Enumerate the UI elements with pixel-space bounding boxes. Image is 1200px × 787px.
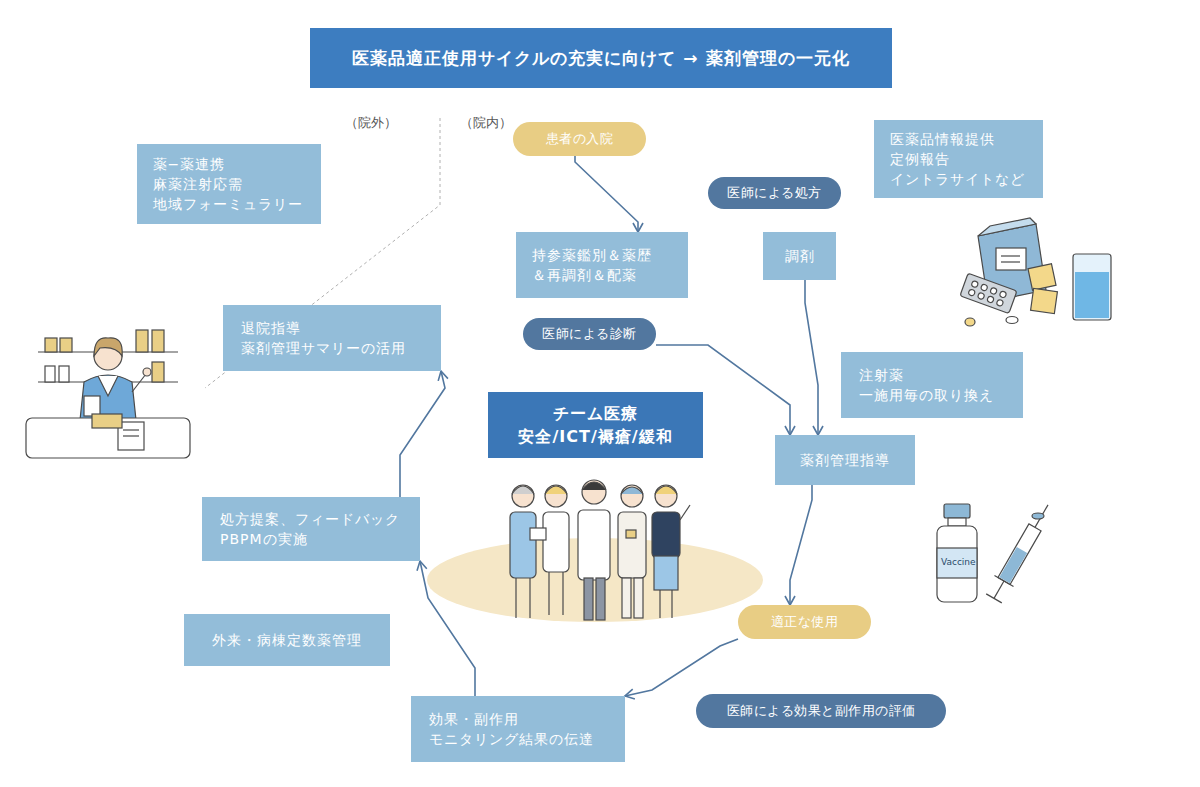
flow-arrow (625, 639, 738, 696)
vaccine-illustration (937, 499, 1058, 604)
node-text: 退院指導 薬剤管理サマリーの活用 (241, 318, 406, 359)
flow-arrow (575, 156, 638, 232)
team-box: チーム医療 安全/ICT/褥瘡/緩和 (488, 392, 703, 458)
pharmacist-illustration (26, 330, 190, 458)
node-text: 医薬品情報提供 定例報告 イントラサイトなど (890, 129, 1025, 190)
node-text: 医師による診断 (542, 325, 637, 344)
annotation-label: Vaccine (941, 557, 976, 567)
flow-arrow (790, 485, 812, 605)
node-text: 注射薬 一施用毎の取り換え (859, 365, 994, 406)
process-box: 退院指導 薬剤管理サマリーの活用 (223, 305, 441, 371)
process-box: 外来・病棟定数薬管理 (184, 614, 390, 666)
process-box: 調剤 (763, 232, 836, 280)
flow-arrow (805, 280, 818, 435)
outside-box: 薬−薬連携 麻薬注射応需 地域フォーミュラリー (137, 144, 321, 224)
node-text: 患者の入院 (546, 130, 614, 149)
node-text: 外来・病棟定数薬管理 (212, 630, 362, 650)
node-text: 医師による効果と副作用の評価 (727, 702, 916, 721)
node-text: 調剤 (785, 246, 815, 266)
annotation-label: （院外） (345, 114, 397, 132)
process-box: 持参薬鑑別＆薬歴 ＆再調剤＆配薬 (516, 232, 688, 298)
title-text: 医薬品適正使用サイクルの充実に向けて → 薬剤管理の一元化 (352, 47, 849, 70)
title-banner: 医薬品適正使用サイクルの充実に向けて → 薬剤管理の一元化 (310, 28, 892, 88)
process-box: 注射薬 一施用毎の取り換え (841, 352, 1023, 418)
doctor-pill: 医師による処方 (708, 177, 841, 209)
process-box: 薬剤管理指導 (775, 435, 915, 485)
flow-arrow (400, 371, 445, 497)
info-box: 医薬品情報提供 定例報告 イントラサイトなど (874, 120, 1043, 198)
node-text: チーム医療 安全/ICT/褥瘡/緩和 (518, 402, 672, 448)
doctor-pill: 医師による診断 (523, 318, 656, 350)
admission-pill: 患者の入院 (513, 122, 646, 156)
team-illustration (427, 480, 763, 622)
medicine-illustration (960, 218, 1111, 326)
node-text: 薬剤管理指導 (800, 450, 890, 470)
node-text: 薬−薬連携 麻薬注射応需 地域フォーミュラリー (153, 154, 303, 215)
use-pill: 適正な使用 (738, 605, 871, 639)
annotation-label: （院内） (460, 114, 512, 132)
node-text: 適正な使用 (771, 613, 839, 632)
node-text: 効果・副作用 モニタリング結果の伝達 (429, 709, 594, 750)
process-box: 効果・副作用 モニタリング結果の伝達 (411, 696, 625, 762)
process-box: 処方提案、フィードバック PBPMの実施 (202, 497, 420, 561)
node-text: 処方提案、フィードバック PBPMの実施 (220, 509, 400, 550)
flow-arrow (420, 561, 475, 696)
doctor-pill: 医師による効果と副作用の評価 (696, 694, 946, 728)
node-text: 医師による処方 (727, 184, 822, 203)
node-text: 持参薬鑑別＆薬歴 ＆再調剤＆配薬 (532, 245, 652, 286)
